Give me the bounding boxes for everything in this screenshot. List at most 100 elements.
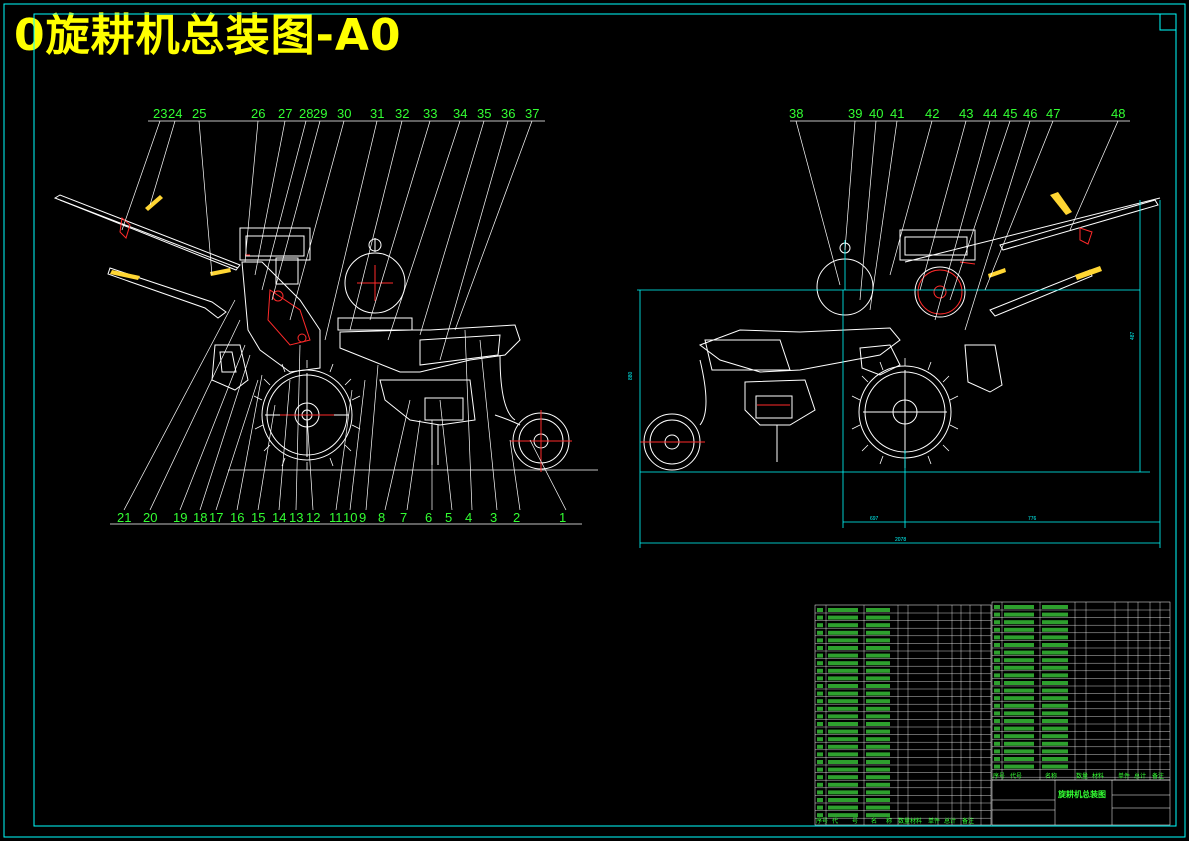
bom-entry-index	[817, 798, 823, 802]
bom-entry-name	[866, 608, 890, 612]
bom-entry-name	[1042, 741, 1068, 746]
bom-entry-code	[828, 608, 858, 612]
leader-line	[121, 120, 161, 231]
bom-entry-name	[1042, 605, 1068, 609]
bom-entry-code	[828, 699, 858, 704]
bom-header-cell: 材料	[1092, 772, 1104, 780]
right-top-callout: 43	[959, 106, 973, 121]
bom-entry-code	[828, 623, 858, 628]
leader-line	[335, 389, 353, 511]
left-top-callout: 36	[501, 106, 515, 121]
leader-line	[349, 379, 366, 511]
bom-entry-index	[994, 620, 1000, 625]
outer-frame	[3, 3, 1186, 838]
left-bottom-callout: 1	[559, 510, 566, 525]
bom-entry-index	[994, 703, 1000, 708]
bom-entry-name	[1042, 673, 1068, 678]
bom-entry-name	[866, 668, 890, 673]
leader-line	[439, 120, 509, 361]
leader-line	[257, 404, 276, 511]
bom-right-entries	[994, 605, 1068, 769]
leader-line	[439, 399, 453, 511]
bom-footer-cell: 单件	[928, 817, 940, 825]
bom-entry-code	[828, 798, 858, 802]
left-top-callout: 29	[313, 106, 327, 121]
bom-entry-index	[817, 706, 823, 711]
bom-entry-code	[828, 653, 858, 658]
bom-entry-code	[1004, 673, 1034, 678]
leader-line	[984, 120, 1054, 291]
leader-line	[215, 379, 259, 511]
bom-entry-code	[1004, 665, 1034, 670]
bom-footer-cell: 号	[852, 818, 858, 825]
bom-entry-code	[1004, 643, 1034, 647]
leader-line	[844, 120, 856, 251]
bom-entry-index	[817, 737, 823, 742]
leader-line	[369, 120, 431, 321]
left-bottom-callout: 13	[289, 510, 303, 525]
bom-entry-index	[994, 635, 1000, 640]
bom-entry-name	[866, 798, 890, 802]
right-view-highlights	[640, 227, 1093, 443]
leader-line	[198, 120, 213, 276]
bom-entry-name	[1042, 612, 1068, 617]
bom-entry-index	[817, 767, 823, 772]
left-top-callout: 26	[251, 106, 265, 121]
left-top-callout: 27	[278, 106, 292, 121]
bom-entry-code	[828, 752, 858, 757]
bom-entry-code	[828, 737, 858, 742]
right-top-callout: 39	[848, 106, 862, 121]
bom-entry-code	[1004, 635, 1034, 640]
leader-line	[919, 120, 967, 291]
leader-line	[889, 120, 933, 276]
bom-entry-index	[817, 805, 823, 810]
bom-entry-name	[1042, 620, 1068, 625]
bom-header-cell: 名称	[1045, 772, 1057, 780]
bom-entry-name	[1042, 635, 1068, 640]
bom-entry-code	[1004, 681, 1034, 685]
bom-entry-index	[817, 646, 823, 650]
left-top-callout: 32	[395, 106, 409, 121]
leader-line	[289, 120, 345, 321]
inner-frame	[33, 13, 1177, 827]
dim-width-sub-left: 697	[870, 516, 879, 522]
leader-line	[869, 120, 898, 311]
bom-entry-name	[866, 691, 890, 696]
bom-entry-code	[1004, 627, 1034, 632]
right-handles	[988, 192, 1102, 280]
bom-entry-index	[994, 612, 1000, 617]
left-bottom-callout: 12	[306, 510, 320, 525]
title-block-drawing-name: 旋耕机总装图	[1057, 789, 1106, 799]
bom-entry-code	[828, 684, 858, 688]
bom-footer-cell: 备注	[962, 817, 974, 825]
bom-left-bottom-row: 序号代号名称数量材料单件总计备注	[816, 817, 974, 825]
leader-line	[479, 339, 498, 511]
bom-entry-name	[1042, 627, 1068, 632]
bom-entry-code	[828, 767, 858, 772]
bom-entry-code	[828, 760, 858, 764]
left-bottom-callout: 7	[400, 510, 407, 525]
bom-entry-name	[866, 714, 890, 719]
leader-line	[306, 414, 314, 511]
leader-line	[295, 344, 301, 511]
title-block	[814, 601, 1171, 826]
leader-line	[934, 120, 991, 321]
left-bottom-callout: 20	[143, 510, 157, 525]
bom-entry-index	[817, 744, 823, 749]
leader-line	[795, 120, 841, 286]
leader-line	[278, 379, 291, 511]
left-bottom-callout: 8	[378, 510, 385, 525]
bom-footer-cell: 称	[886, 817, 892, 825]
bom-entry-index	[994, 650, 1000, 655]
bom-entry-index	[994, 605, 1000, 609]
leader-line	[244, 120, 259, 263]
bom-entry-index	[817, 615, 823, 620]
bom-entry-name	[1042, 726, 1068, 731]
bom-entry-code	[828, 782, 858, 787]
right-top-callout: 48	[1111, 106, 1125, 121]
bom-entry-code	[1004, 719, 1034, 723]
bom-entry-index	[994, 696, 1000, 701]
leader-line	[454, 120, 533, 331]
